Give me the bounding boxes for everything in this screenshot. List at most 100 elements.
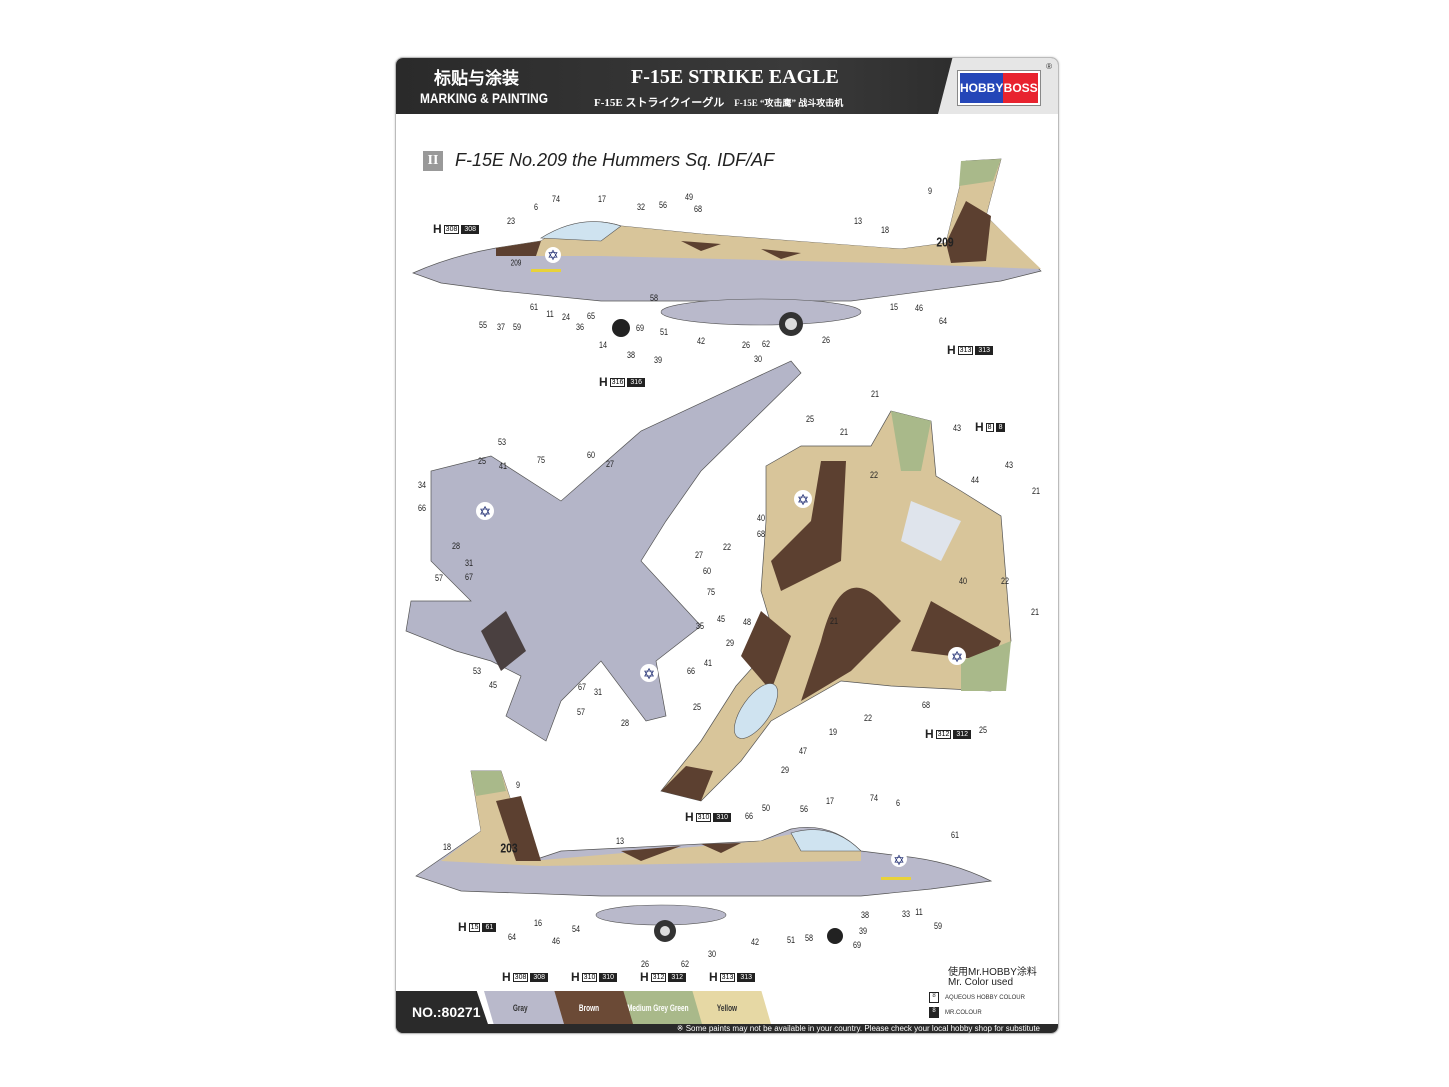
- callout-number: 59: [933, 921, 943, 931]
- callout-number: 28: [620, 718, 630, 728]
- mr-color-code: 313: [737, 972, 756, 982]
- header-bar: 标贴与涂装 MARKING & PAINTING F-15E STRIKE EA…: [396, 58, 1058, 114]
- callout-number: 18: [880, 225, 890, 235]
- paint-swatch: Gray: [484, 991, 564, 1024]
- callout-number: 29: [725, 638, 735, 648]
- callout-number: 57: [576, 707, 586, 717]
- title-en: MARKING & PAINTING: [420, 90, 549, 106]
- key-mr-box: 8: [929, 1007, 939, 1018]
- paint-swatch: Yellow: [691, 991, 771, 1024]
- callout-number: 51: [659, 327, 669, 337]
- callout-number: 21: [829, 616, 839, 626]
- callout-number: 50: [761, 803, 771, 813]
- aqueous-code: 310: [581, 972, 598, 982]
- subtitle-cn: F-15E “攻击鹰” 战斗攻击机: [734, 98, 844, 108]
- h-prefix: H: [925, 727, 934, 741]
- callout-number: 60: [702, 566, 712, 576]
- callout-number: 22: [722, 542, 732, 552]
- paint-swatch-label: Brown: [578, 1002, 600, 1013]
- callout-number: 68: [693, 204, 703, 214]
- paint-swatch: Brown: [553, 991, 633, 1024]
- underside-view: ✡ ✡: [405, 360, 802, 742]
- callout-number: 42: [696, 336, 706, 346]
- svg-text:✡: ✡: [951, 649, 964, 666]
- svg-text:✡: ✡: [547, 247, 559, 263]
- callout-number: 61: [950, 830, 960, 840]
- callout-number: 6: [533, 202, 539, 212]
- mr-color-code: 8: [995, 422, 1006, 432]
- callout-number: 44: [970, 475, 980, 485]
- section-title: F-15E No.209 the Hummers Sq. IDF/AF: [455, 150, 775, 170]
- callout-number: 57: [434, 573, 444, 583]
- callout-number: 56: [799, 804, 809, 814]
- callout-number: 21: [1030, 607, 1040, 617]
- paint-swatch-label: Medium Grey Green: [627, 1002, 689, 1013]
- h-prefix: H: [502, 970, 511, 984]
- mr-color-code: 310: [713, 812, 732, 822]
- callout-number: 25: [477, 456, 487, 466]
- callout-number: 66: [686, 666, 696, 676]
- callout-number: 66: [417, 503, 427, 513]
- callout-number: 19: [828, 727, 838, 737]
- callout-number: 56: [658, 200, 668, 210]
- callout-number: 69: [635, 323, 645, 333]
- callout-number: 42: [750, 937, 760, 947]
- callout-number: 21: [1031, 486, 1041, 496]
- key-mr: 8 MR.COLOUR: [929, 1007, 982, 1018]
- mr-color-code: 312: [953, 729, 972, 739]
- svg-text:✡: ✡: [893, 852, 905, 868]
- callout-number: 22: [863, 713, 873, 723]
- callout-number: 58: [804, 933, 814, 943]
- aqueous-code: 312: [650, 972, 667, 982]
- instruction-sheet: 标贴与涂装 MARKING & PAINTING F-15E STRIKE EA…: [395, 57, 1059, 1034]
- h-prefix: H: [685, 810, 694, 824]
- callout-number: 16: [533, 918, 543, 928]
- aqueous-code: 316: [609, 377, 626, 387]
- callout-number: 22: [869, 470, 879, 480]
- callout-number: 25: [805, 414, 815, 424]
- callout-number: 41: [703, 658, 713, 668]
- callout-number: 9: [927, 186, 933, 196]
- callout-number: 26: [640, 959, 650, 969]
- callout-number: 68: [921, 700, 931, 710]
- callout-number: 67: [577, 682, 587, 692]
- h-prefix: H: [433, 222, 442, 236]
- section-heading: II F-15E No.209 the Hummers Sq. IDF/AF: [423, 150, 774, 171]
- callout-number: 74: [551, 194, 561, 204]
- callout-number: 25: [978, 725, 988, 735]
- logo-right: BOSS: [1003, 73, 1038, 103]
- mr-color-code: 61: [482, 922, 497, 932]
- aqueous-code: 8: [985, 422, 994, 432]
- aqueous-code: 313: [719, 972, 736, 982]
- callout-number: 51: [786, 935, 796, 945]
- h-prefix: H: [640, 970, 649, 984]
- callout-number: 21: [839, 427, 849, 437]
- callout-number: 60: [586, 450, 596, 460]
- callout-number: 38: [860, 910, 870, 920]
- callout-number: 9: [515, 780, 521, 790]
- callout-number: 11: [546, 309, 554, 319]
- aqueous-code: 310: [695, 812, 712, 822]
- callout-number: 62: [680, 959, 690, 969]
- callout-number: 35: [695, 621, 705, 631]
- callout-number: 69: [852, 940, 862, 950]
- callout-number: 75: [536, 455, 546, 465]
- callout-number: 28: [451, 541, 461, 551]
- key-mr-label: MR.COLOUR: [945, 1009, 982, 1016]
- aqueous-code: 308: [512, 972, 529, 982]
- callout-number: 53: [472, 666, 482, 676]
- callout-number: 61: [529, 302, 539, 312]
- callout-number: 47: [798, 746, 808, 756]
- mr-color-code: 313: [975, 345, 994, 355]
- mr-color-code: 308: [530, 972, 549, 982]
- callout-number: 39: [858, 926, 868, 936]
- callout-number: 32: [636, 202, 646, 212]
- paint-swatch-label: Yellow: [716, 1002, 738, 1013]
